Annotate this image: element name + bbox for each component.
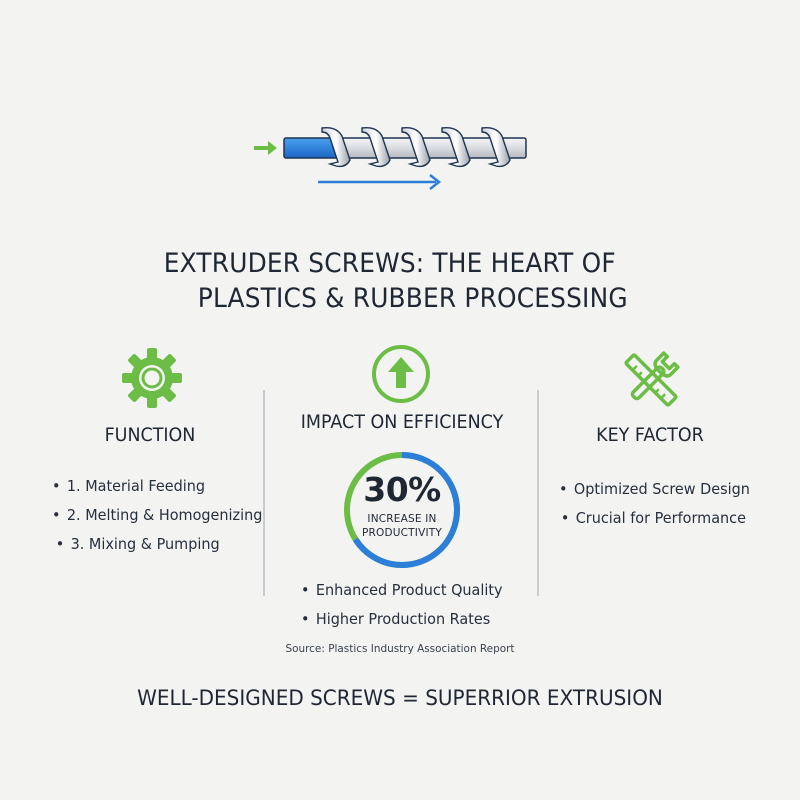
input-arrow-icon xyxy=(254,141,277,155)
page-title-line-2: PLASTICS & RUBBER PROCESSING xyxy=(197,283,628,314)
function-item: 1. Material Feeding xyxy=(52,472,262,501)
tagline: WELL-DESIGNED SCREWS = SUPERRIOR EXTRUSI… xyxy=(137,686,663,711)
productivity-stat-caption-line-1: INCREASE IN xyxy=(367,513,437,525)
productivity-ring-arc xyxy=(344,452,460,568)
impact-item: Higher Production Rates xyxy=(301,605,503,634)
function-item: 2. Melting & Homogenizing xyxy=(52,501,263,530)
function-item: 3. Mixing & Pumping xyxy=(52,530,262,559)
key-factor-item: Optimized Screw Design xyxy=(559,475,750,504)
function-heading: FUNCTION xyxy=(104,424,196,446)
column-divider-left xyxy=(263,390,265,596)
key-factor-item: Crucial for Performance xyxy=(559,504,750,533)
impact-item: Enhanced Product Quality xyxy=(301,576,503,605)
function-list: 1. Material Feeding 2. Melting & Homogen… xyxy=(52,472,278,559)
column-divider-right xyxy=(537,390,539,596)
gear-icon xyxy=(122,348,182,408)
impact-heading: IMPACT ON EFFICIENCY xyxy=(300,411,504,433)
impact-list: Enhanced Product Quality Higher Producti… xyxy=(301,576,518,634)
productivity-stat-value: 30% xyxy=(363,470,441,509)
page-title-line-1: EXTRUDER SCREWS: THE HEART OF xyxy=(163,248,616,279)
productivity-stat-caption-line-2: PRODUCTIVITY xyxy=(361,527,442,539)
wrench-ruler-icon xyxy=(624,351,680,407)
source-citation: Source: Plastics Industry Association Re… xyxy=(285,642,515,655)
flow-arrow-icon xyxy=(318,174,442,190)
extruder-screw-illustration xyxy=(254,126,527,190)
up-arrow-circle-icon xyxy=(372,345,430,403)
key-factor-heading: KEY FACTOR xyxy=(596,424,704,446)
productivity-ring xyxy=(344,452,460,568)
key-factor-list: Optimized Screw Design Crucial for Perfo… xyxy=(559,475,764,533)
